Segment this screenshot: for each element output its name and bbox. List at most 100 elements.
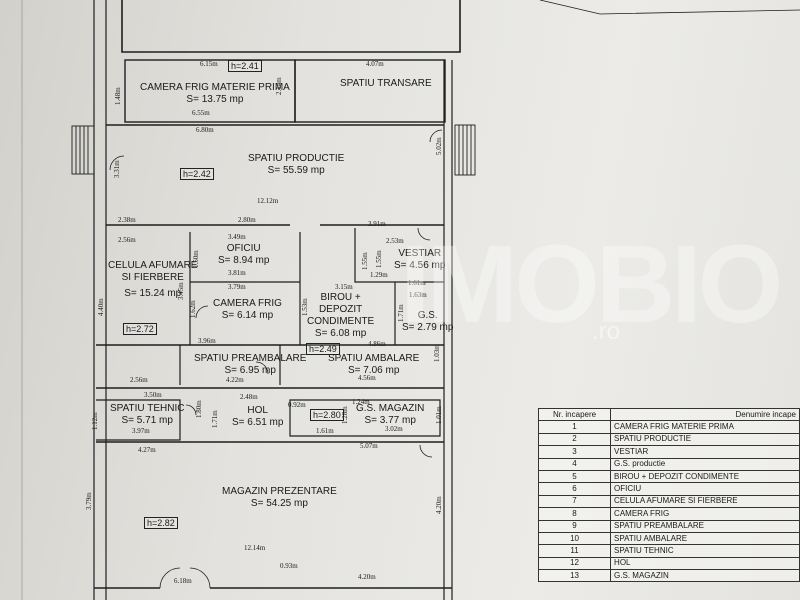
dimension-label: 0.92m: [288, 401, 306, 409]
room-oficiu: OFICIU S= 8.94 mp: [218, 243, 269, 267]
legend-col-number: Nr. incapere: [537, 407, 612, 422]
height-label: h=2.80: [310, 409, 344, 421]
legend-nr: 9: [537, 519, 612, 533]
watermark-logo: IMOBIO: [400, 223, 783, 346]
dimension-label: 3.79m: [228, 283, 246, 291]
dimension-label: 1.63m: [409, 291, 427, 299]
dimension-label: 3.96m: [198, 337, 216, 345]
legend-name: G.S. MAGAZIN: [610, 569, 800, 583]
dimension-label: 1.55m: [361, 252, 369, 270]
dimension-label: 1.12m: [91, 412, 99, 430]
legend-name: SPATIU PREAMBALARE: [610, 519, 800, 533]
watermark-suffix: .ro: [592, 318, 621, 345]
dimension-label: 12.12m: [257, 197, 279, 205]
dimension-label: 6.80m: [196, 126, 214, 134]
height-label: h=2.72: [123, 323, 157, 335]
room-name: SPATIU TEHNIC: [110, 403, 185, 414]
room-magazin-prezentare: MAGAZIN PREZENTARE S= 54.25 mp: [222, 486, 337, 510]
room-name: VESTIAR: [398, 248, 442, 259]
door-arc: [109, 155, 125, 171]
door-arc: [195, 305, 209, 319]
wall-spatiu-transare: [294, 59, 446, 123]
legend-nr: 12: [537, 556, 612, 571]
room-area: S= 3.77 mp: [364, 415, 416, 426]
dimension-label: 2.56m: [130, 376, 148, 384]
room-spatiu-preambalare: SPATIU PREAMBALARE S= 6.95 mp: [194, 353, 306, 377]
dimension-label: 2.53m: [386, 237, 404, 245]
room-camera-frig: CAMERA FRIG S= 6.14 mp: [213, 298, 282, 322]
legend-name: SPATIU TEHNIC: [610, 544, 800, 558]
room-name: G.S.: [417, 310, 438, 321]
dimension-label: 3.50m: [144, 391, 162, 399]
dimension-label: 1.01m: [435, 406, 443, 424]
room-area: S= 6.51 mp: [232, 417, 284, 428]
wall-preambalare-split: [179, 345, 281, 385]
room-name-line2: DEPOZIT: [318, 304, 363, 315]
legend-name: CELULA AFUMARE SI FIERBERE: [610, 494, 800, 509]
outer-wall: [121, 0, 461, 53]
dimension-label: 3.31m: [113, 160, 121, 178]
dimension-label: 2.14m: [275, 77, 283, 95]
dimension-label: 3.49m: [228, 233, 246, 241]
wall-gs-magazin: [289, 399, 441, 437]
dimension-label: 3.02m: [385, 425, 403, 433]
room-name: CELULA AFUMARE: [108, 260, 198, 271]
room-name: HOL: [247, 405, 268, 416]
room-spatiu-ambalare: SPATIU AMBALARE S= 7.06 mp: [328, 353, 419, 377]
door-arc: [159, 567, 211, 589]
legend-nr: 13: [537, 569, 612, 583]
room-area: S= 13.75 mp: [186, 94, 244, 105]
dimension-label: 5.02m: [435, 137, 443, 155]
room-name-line2: SI FIERBERE: [121, 272, 184, 283]
legend-nr: 7: [537, 494, 612, 509]
room-name: BIROU +: [320, 292, 361, 303]
door-arc: [417, 227, 431, 241]
room-gs-magazin: G.S. MAGAZIN S= 3.77 mp: [356, 403, 424, 427]
legend-nr: 4: [537, 457, 612, 471]
height-label: h=2.82: [144, 517, 178, 529]
dimension-label: 4.40m: [97, 298, 105, 316]
legend-name: HOL: [610, 556, 800, 571]
steps-right: [454, 124, 476, 176]
steps-left: [71, 125, 95, 175]
room-area: S= 2.79 mp: [402, 322, 454, 333]
dimension-label: 4.07m: [366, 60, 384, 68]
legend-nr: 10: [537, 531, 612, 546]
room-gs: G.S. S= 2.79 mp: [402, 310, 453, 334]
door-arc: [419, 444, 433, 458]
room-celula-afumare: CELULA AFUMARE SI FIERBERE S= 15.24 mp: [108, 260, 197, 300]
dimension-label: 3.45m: [177, 282, 185, 300]
dimension-label: 4.20m: [435, 496, 443, 514]
room-area: S= 54.25 mp: [250, 498, 308, 509]
room-name: CAMERA FRIG: [213, 298, 282, 309]
legend-name: CAMERA FRIG: [610, 507, 800, 521]
dimension-label: 0.93m: [280, 562, 298, 570]
dimension-label: 1.80m: [195, 400, 203, 418]
dimension-label: 6.18m: [174, 577, 192, 585]
height-label: h=2.49: [306, 343, 340, 355]
paper-edge: [539, 0, 800, 15]
legend-nr: 5: [537, 469, 612, 484]
dimension-label: 2.80m: [238, 216, 256, 224]
dimension-label: 2.56m: [118, 236, 136, 244]
room-name: SPATIU TRANSARE: [340, 78, 432, 89]
room-area: S= 4.56 mp: [394, 260, 446, 271]
outer-wall-left: [93, 0, 107, 600]
room-area: S= 6.08 mp: [314, 328, 367, 339]
room-area: S= 7.06 mp: [347, 365, 400, 376]
room-spatiu-tehnic: SPATIU TEHNIC S= 5.71 mp: [110, 403, 184, 427]
room-name: SPATIU PREAMBALARE: [194, 353, 307, 364]
legend-nr: 2: [537, 432, 612, 447]
dimension-label: 4.22m: [226, 376, 244, 384]
dimension-label: 1.71m: [211, 410, 219, 428]
